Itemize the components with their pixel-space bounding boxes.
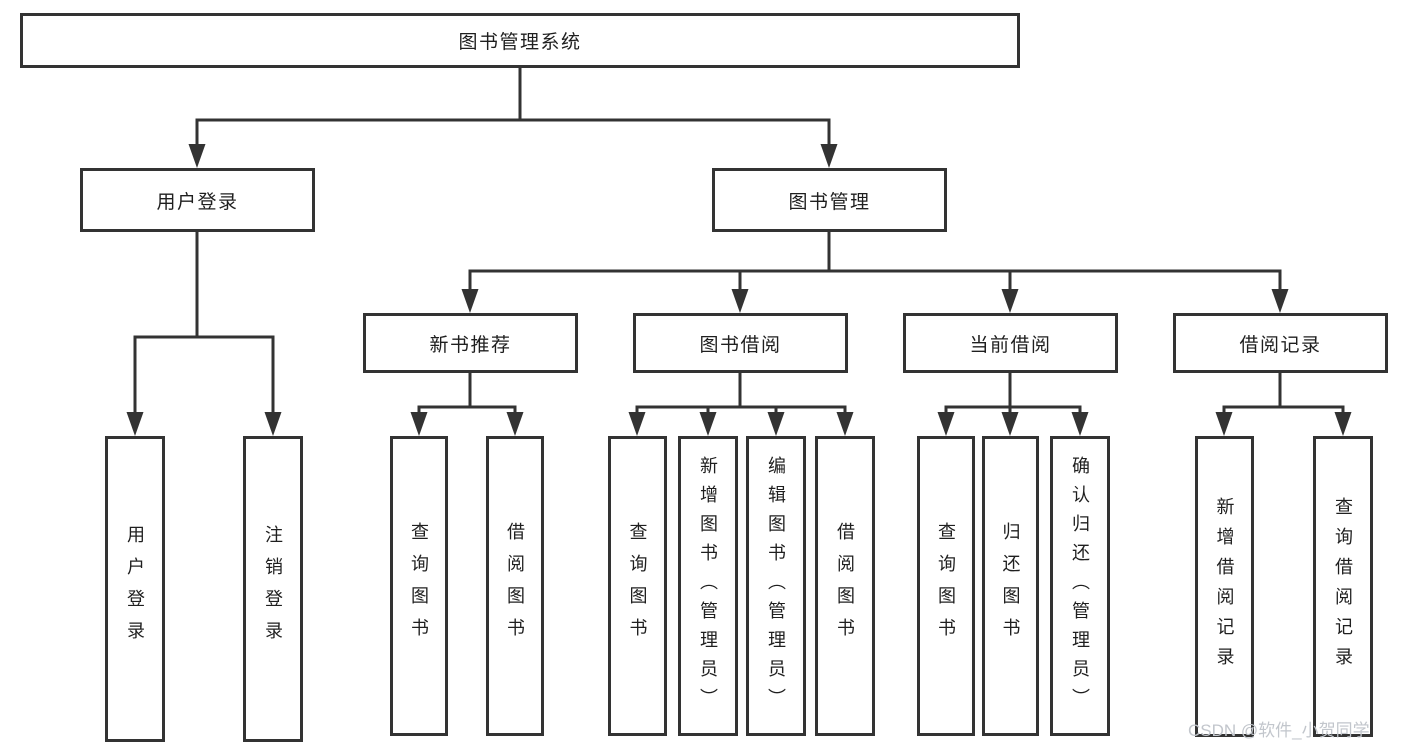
leaf-borrow-books-recommend: 借阅图书 [486, 436, 544, 736]
node-book-management: 图书管理 [712, 168, 947, 232]
connector-user-login-children [126, 230, 282, 436]
node-label: 注销登录 [263, 525, 283, 653]
node-label: 图书管理 [788, 191, 871, 213]
node-label: 查询借阅记录 [1333, 496, 1353, 677]
connector-root-to-level2 [188, 66, 838, 168]
leaf-return-books: 归还图书 [982, 436, 1039, 736]
node-label: 查询图书 [409, 522, 429, 650]
leaf-borrow-books-borrowing: 借阅图书 [815, 436, 875, 736]
leaf-query-books-borrowing: 查询图书 [608, 436, 667, 736]
node-label: 新增借阅记录 [1214, 496, 1235, 677]
node-label: 查询图书 [936, 522, 956, 650]
leaf-user-login: 用户登录 [105, 436, 165, 742]
node-label: 图书管理系统 [458, 32, 582, 53]
leaf-confirm-return-admin: 确认归还（管理员） [1050, 436, 1110, 736]
node-label: 归还图书 [1000, 522, 1021, 650]
node-label: 查询图书 [627, 522, 648, 650]
node-new-book-recommend: 新书推荐 [363, 313, 578, 373]
connector-new-book-recommend-children [410, 371, 524, 436]
node-label: 当前借阅 [969, 334, 1052, 356]
leaf-query-borrow-record: 查询借阅记录 [1313, 436, 1373, 737]
leaf-add-borrow-record: 新增借阅记录 [1195, 436, 1254, 737]
node-label: 编辑图书（管理员） [766, 455, 786, 717]
connector-book-borrowing-children [628, 371, 854, 436]
leaf-add-books-admin: 新增图书（管理员） [678, 436, 738, 736]
node-borrowing-records: 借阅记录 [1173, 313, 1388, 373]
node-label: 借阅记录 [1239, 334, 1322, 356]
node-current-borrowing: 当前借阅 [903, 313, 1118, 373]
connector-book-management-children [461, 230, 1289, 313]
node-label: 图书借阅 [699, 334, 782, 356]
leaf-query-books-recommend: 查询图书 [390, 436, 448, 736]
leaf-query-books-current: 查询图书 [917, 436, 975, 736]
csdn-watermark: CSDN @软件_小贺同学 [1188, 721, 1370, 740]
node-label: 借阅图书 [505, 522, 525, 650]
leaf-logout: 注销登录 [243, 436, 303, 742]
node-book-management-system: 图书管理系统 [20, 13, 1020, 68]
connector-current-borrowing-children [937, 371, 1089, 436]
node-label: 借阅图书 [835, 522, 855, 650]
node-label: 用户登录 [156, 191, 239, 213]
connector-borrowing-records-children [1215, 371, 1352, 436]
node-user-login: 用户登录 [80, 168, 315, 232]
node-book-borrowing: 图书借阅 [633, 313, 848, 373]
node-label: 用户登录 [125, 525, 145, 653]
node-label: 新书推荐 [429, 334, 512, 356]
leaf-edit-books-admin: 编辑图书（管理员） [746, 436, 806, 736]
node-label: 新增图书（管理员） [698, 455, 718, 717]
node-label: 确认归还（管理员） [1070, 455, 1090, 717]
